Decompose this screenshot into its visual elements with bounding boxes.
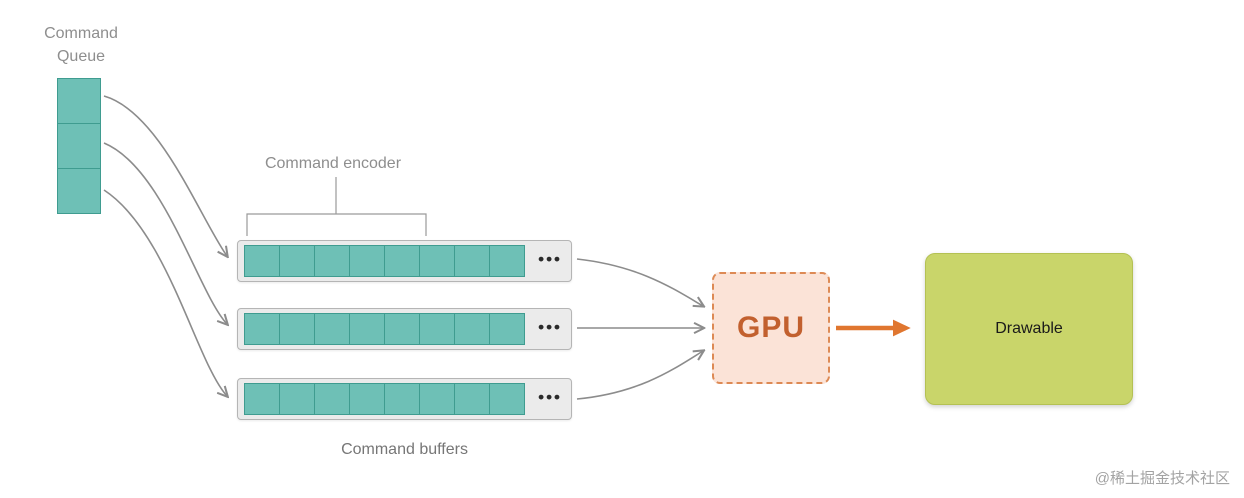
- command-queue-stack: [57, 78, 101, 214]
- buffer-cell: [279, 383, 315, 415]
- ellipsis-dots: •••: [538, 317, 562, 337]
- drawable-label: Drawable: [995, 320, 1063, 337]
- queue-cell: [57, 168, 101, 214]
- buffer-cell: [384, 313, 420, 345]
- buffer-cell: [349, 313, 385, 345]
- buffer-cell: [384, 245, 420, 277]
- command-queue-label-line1: Command: [44, 25, 118, 42]
- arrow-queue-to-buffer-1: [103, 95, 227, 256]
- arrow-queue-to-buffer-3: [103, 189, 227, 396]
- drawable-box: Drawable: [925, 253, 1133, 405]
- command-buffer-row-2: •••: [237, 308, 572, 350]
- command-buffer-row-1: •••: [237, 240, 572, 282]
- command-queue-label-line2: Queue: [56, 48, 106, 66]
- buffer-cell: [314, 383, 350, 415]
- buffer-cell: [244, 383, 280, 415]
- buffer-cell: [454, 245, 490, 277]
- buffer-cell: [489, 313, 525, 345]
- buffer-cell: [279, 245, 315, 277]
- buffer-cell: [419, 313, 455, 345]
- buffer-cell: [454, 383, 490, 415]
- buffer-cell: [489, 383, 525, 415]
- buffer-cell: [349, 383, 385, 415]
- queue-cell: [57, 78, 101, 124]
- buffer-cells: [244, 313, 525, 345]
- watermark: @稀土掘金技术社区: [1094, 470, 1230, 487]
- arrow-buffer-3-to-gpu: [576, 351, 703, 400]
- queue-cell: [57, 123, 101, 169]
- buffer-cell: [454, 313, 490, 345]
- buffer-cells: [244, 245, 525, 277]
- buffer-cell: [419, 245, 455, 277]
- buffer-cell: [349, 245, 385, 277]
- buffer-cell: [489, 245, 525, 277]
- gpu-label: GPU: [736, 311, 805, 344]
- command-queue-label: Command Queue: [22, 22, 140, 68]
- buffer-cell: [279, 313, 315, 345]
- buffer-cell: [419, 383, 455, 415]
- encoder-bracket: [246, 213, 427, 236]
- buffer-cell: [314, 245, 350, 277]
- ellipsis-dots: •••: [538, 387, 562, 407]
- buffer-cells: [244, 383, 525, 415]
- arrow-queue-to-buffer-2: [103, 142, 227, 324]
- buffer-cell: [244, 245, 280, 277]
- buffer-cell: [314, 313, 350, 345]
- buffer-cell: [244, 313, 280, 345]
- gpu-box: GPU: [712, 272, 830, 384]
- arrow-buffer-1-to-gpu: [576, 258, 703, 306]
- command-encoder-label: Command encoder: [264, 155, 402, 172]
- ellipsis-dots: •••: [538, 249, 562, 269]
- command-buffer-row-3: •••: [237, 378, 572, 420]
- command-buffers-label: Command buffers: [341, 441, 468, 458]
- buffer-cell: [384, 383, 420, 415]
